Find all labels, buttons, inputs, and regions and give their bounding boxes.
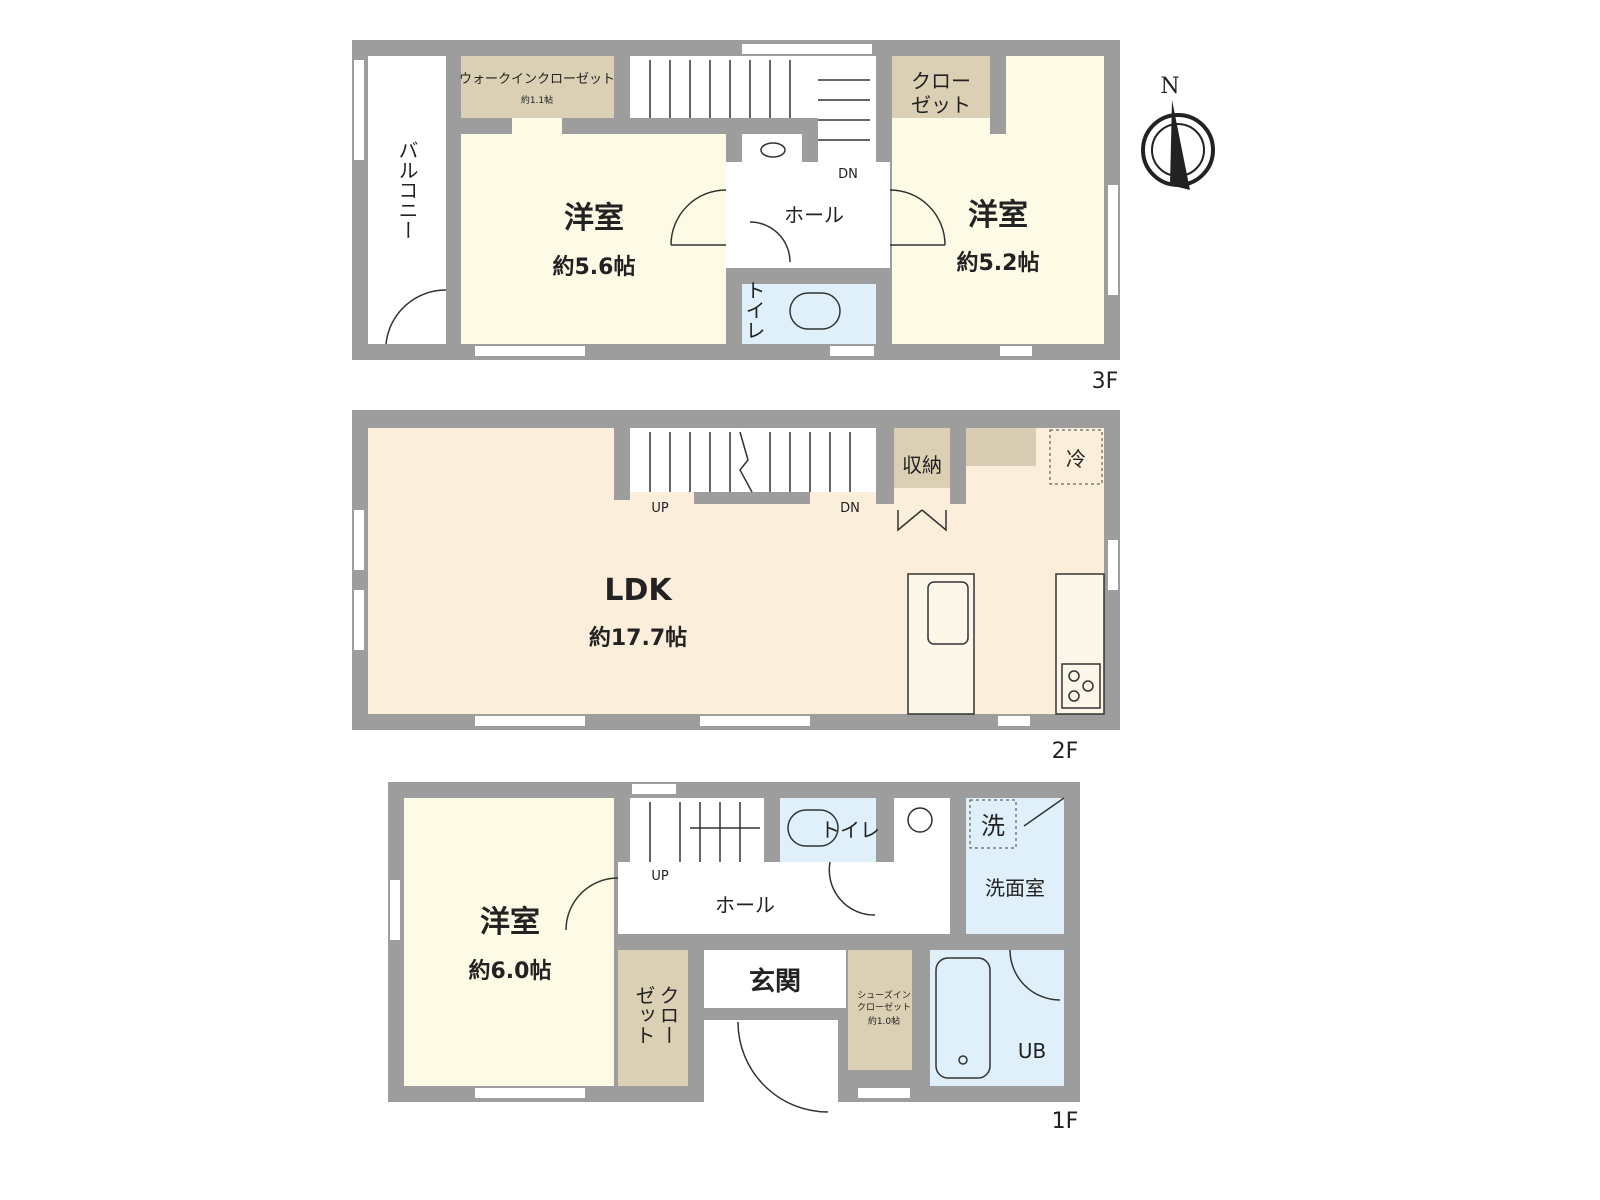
- stairs-1f: [630, 798, 764, 862]
- closet-3f-label-2: ゼット: [911, 93, 971, 117]
- floor-2f: LDK 約17.7帖 UP DN 収納 冷 2F: [352, 410, 1120, 764]
- walk-in-closet-label: ウォークインクローゼット: [459, 72, 615, 87]
- walk-in-closet-size: 約1.1帖: [521, 94, 553, 106]
- entrance: [704, 950, 846, 1008]
- room-east-3f-label: 洋室: [968, 198, 1028, 233]
- stair-dn-2f: DN: [840, 501, 860, 516]
- balcony: [368, 56, 446, 344]
- toilet-3f: [742, 284, 876, 344]
- storage-2f-label: 収納: [902, 453, 942, 477]
- hall-3f: [726, 162, 890, 268]
- shoe-closet-label-1: シューズイン: [857, 989, 911, 1001]
- stairs-2f: [630, 428, 876, 492]
- closet-1f-label-2: ゼット: [632, 985, 656, 1045]
- room-east-3f-size: 約5.2帖: [957, 250, 1040, 276]
- toilet-3f-label: トイレ: [742, 280, 766, 340]
- room-1f-size: 約6.0帖: [469, 958, 552, 984]
- washer-label: 洗: [981, 812, 1005, 840]
- washroom: [966, 798, 1064, 934]
- entrance-porch: [704, 1020, 838, 1118]
- floor-3f: バルコニー ウォークインクローゼット 約1.1帖 洋室 約5.6帖 ホール トイ…: [352, 40, 1120, 394]
- closet-3f-label-1: クロー: [911, 69, 971, 93]
- room-1f-label: 洋室: [480, 905, 540, 940]
- stair-up-1f: UP: [651, 869, 669, 884]
- toilet-1f-label: トイレ: [820, 818, 880, 842]
- closet-1f: [618, 950, 688, 1086]
- fridge-label: 冷: [1066, 447, 1086, 471]
- shoe-closet-size: 約1.0帖: [868, 1015, 900, 1027]
- entrance-label: 玄関: [749, 966, 801, 997]
- storage-2f: [894, 428, 950, 488]
- stair-dn-3f: DN: [838, 167, 858, 182]
- hall-1f: [618, 862, 950, 934]
- balcony-label: バルコニー: [395, 140, 419, 240]
- windows-3f: [354, 44, 1118, 356]
- closet-3f: [892, 56, 990, 118]
- ldk-label: LDK: [604, 573, 673, 608]
- bath-label: UB: [1018, 1039, 1046, 1063]
- bath-ub: [930, 950, 1064, 1086]
- stair-up-2f: UP: [651, 501, 669, 516]
- room-west-3f-size: 約5.6帖: [553, 254, 636, 280]
- fridge-space: [1049, 429, 1103, 485]
- floor-1f: 洋室 約6.0帖 クロー ゼット UP トイレ ホール 玄関 シューズイン クロ…: [388, 782, 1080, 1134]
- room-1f: [404, 798, 614, 1086]
- walk-in-closet: [461, 56, 614, 118]
- hall-3f-label: ホール: [784, 203, 844, 227]
- washer-space: [969, 799, 1017, 849]
- shoe-closet-label-2: クローゼット: [857, 1001, 911, 1013]
- shoe-closet: [848, 950, 912, 1070]
- compass-icon: N: [1141, 74, 1215, 190]
- ldk-size: 約17.7帖: [589, 625, 687, 651]
- compass-north: N: [1160, 74, 1179, 99]
- floor-label-2f: 2F: [1052, 739, 1079, 764]
- floor-label-3f: 3F: [1092, 369, 1119, 394]
- washroom-label: 洗面室: [985, 876, 1045, 900]
- hall-1f-label: ホール: [715, 893, 775, 917]
- floor-label-1f: 1F: [1052, 1109, 1079, 1134]
- room-west-3f: [461, 134, 726, 344]
- room-west-3f-label: 洋室: [564, 201, 624, 236]
- toilet-1f: [780, 798, 876, 862]
- closet-1f-label-1: クロー: [656, 985, 680, 1045]
